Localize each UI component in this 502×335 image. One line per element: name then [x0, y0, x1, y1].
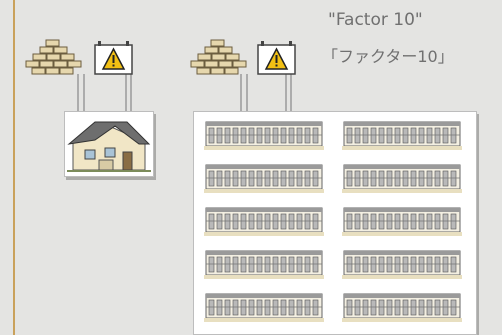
apartment-panel [193, 111, 477, 335]
apartment-building-icon [204, 164, 324, 193]
apartment-building-icon [204, 207, 324, 236]
bricks-icon [25, 39, 82, 75]
apartment-building-icon [204, 293, 324, 322]
house-icon [67, 121, 151, 172]
apartment-building-icon [342, 121, 462, 150]
apartment-building-icon [204, 250, 324, 279]
bricks-icon [190, 39, 247, 75]
apartment-building-icon [342, 207, 462, 236]
house-panel [64, 111, 154, 177]
warning-sign-icon [94, 41, 133, 75]
apartment-building-icon [204, 121, 324, 150]
diagram-subtitle: 「ファクター10」 [322, 47, 454, 66]
frame-border [13, 0, 15, 335]
warning-sign-icon [257, 41, 296, 75]
apartment-building-icon [342, 293, 462, 322]
diagram-title: "Factor 10" [328, 10, 423, 30]
apartment-building-icon [342, 250, 462, 279]
apartment-building-icon [342, 164, 462, 193]
